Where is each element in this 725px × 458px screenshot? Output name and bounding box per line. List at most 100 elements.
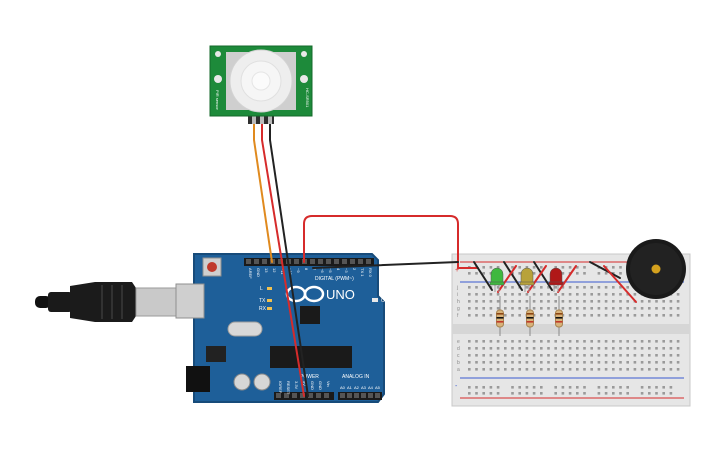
breadboard-hole[interactable] — [626, 354, 629, 357]
breadboard-hole[interactable] — [525, 361, 529, 364]
breadboard-hole[interactable] — [619, 286, 622, 289]
breadboard-rail-hole[interactable] — [568, 386, 572, 389]
breadboard-rail-hole[interactable] — [604, 392, 608, 395]
breadboard-hole[interactable] — [612, 286, 615, 289]
breadboard-rail-hole[interactable] — [619, 266, 622, 269]
breadboard-rail-hole[interactable] — [532, 272, 536, 275]
breadboard-hole[interactable] — [604, 293, 608, 296]
breadboard-hole[interactable] — [633, 361, 637, 364]
breadboard-hole[interactable] — [547, 340, 550, 343]
breadboard-hole[interactable] — [583, 314, 586, 317]
breadboard-rail-hole[interactable] — [540, 386, 543, 389]
breadboard-hole[interactable] — [561, 300, 565, 303]
breadboard-rail-hole[interactable] — [561, 272, 565, 275]
breadboard-hole[interactable] — [590, 354, 593, 357]
breadboard-hole[interactable] — [640, 361, 644, 364]
breadboard-hole[interactable] — [633, 340, 637, 343]
breadboard-hole[interactable] — [489, 314, 493, 317]
breadboard-hole[interactable] — [518, 361, 521, 364]
breadboard-hole[interactable] — [518, 314, 521, 317]
breadboard-hole[interactable] — [475, 293, 478, 296]
breadboard-hole[interactable] — [576, 293, 579, 296]
breadboard-rail-hole[interactable] — [583, 392, 586, 395]
breadboard-hole[interactable] — [676, 340, 680, 343]
breadboard-rail-hole[interactable] — [525, 392, 529, 395]
breadboard-hole[interactable] — [482, 307, 485, 310]
breadboard-hole[interactable] — [619, 347, 622, 350]
breadboard-rail-hole[interactable] — [648, 386, 651, 389]
digital-pin-socket[interactable] — [262, 259, 267, 264]
breadboard-rail-hole[interactable] — [576, 386, 579, 389]
breadboard-rail-hole[interactable] — [626, 392, 629, 395]
power-pin-socket[interactable] — [308, 393, 313, 398]
breadboard-rail-hole[interactable] — [561, 386, 565, 389]
breadboard-hole[interactable] — [540, 300, 543, 303]
breadboard-hole[interactable] — [525, 307, 529, 310]
breadboard-hole[interactable] — [576, 368, 579, 371]
breadboard-hole[interactable] — [561, 307, 565, 310]
breadboard-rail-hole[interactable] — [561, 266, 565, 269]
breadboard-hole[interactable] — [496, 307, 500, 310]
breadboard-hole[interactable] — [669, 354, 673, 357]
breadboard-hole[interactable] — [482, 354, 485, 357]
breadboard-hole[interactable] — [676, 314, 680, 317]
breadboard-hole[interactable] — [604, 300, 608, 303]
breadboard-hole[interactable] — [676, 347, 680, 350]
breadboard-hole[interactable] — [633, 293, 637, 296]
breadboard-hole[interactable] — [612, 347, 615, 350]
digital-pin-socket[interactable] — [342, 259, 347, 264]
breadboard-hole[interactable] — [525, 340, 529, 343]
breadboard-hole[interactable] — [597, 347, 601, 350]
breadboard-hole[interactable] — [619, 368, 622, 371]
breadboard-rail-hole[interactable] — [554, 386, 557, 389]
breadboard-hole[interactable] — [590, 300, 593, 303]
breadboard-hole[interactable] — [475, 340, 478, 343]
breadboard-hole[interactable] — [468, 340, 471, 343]
breadboard-hole[interactable] — [583, 286, 586, 289]
breadboard-hole[interactable] — [489, 300, 493, 303]
breadboard-hole[interactable] — [655, 368, 658, 371]
breadboard-hole[interactable] — [468, 293, 471, 296]
breadboard-hole[interactable] — [504, 314, 507, 317]
breadboard-hole[interactable] — [640, 340, 644, 343]
breadboard-rail-hole[interactable] — [583, 266, 586, 269]
analog-pin-socket[interactable] — [361, 393, 366, 398]
breadboard-hole[interactable] — [590, 361, 593, 364]
breadboard-hole[interactable] — [468, 307, 471, 310]
breadboard-hole[interactable] — [489, 347, 493, 350]
breadboard-rail-hole[interactable] — [475, 392, 478, 395]
breadboard-rail-hole[interactable] — [482, 266, 485, 269]
breadboard-hole[interactable] — [561, 361, 565, 364]
breadboard-hole[interactable] — [504, 307, 507, 310]
breadboard-hole[interactable] — [619, 340, 622, 343]
breadboard-rail-hole[interactable] — [511, 392, 514, 395]
breadboard-hole[interactable] — [547, 347, 550, 350]
breadboard-rail-hole[interactable] — [597, 392, 601, 395]
breadboard-hole[interactable] — [482, 286, 485, 289]
breadboard-hole[interactable] — [568, 361, 572, 364]
breadboard-hole[interactable] — [583, 293, 586, 296]
breadboard-hole[interactable] — [482, 293, 485, 296]
breadboard-hole[interactable] — [633, 354, 637, 357]
breadboard-hole[interactable] — [518, 354, 521, 357]
breadboard-hole[interactable] — [468, 347, 471, 350]
breadboard-hole[interactable] — [468, 354, 471, 357]
breadboard-hole[interactable] — [489, 368, 493, 371]
breadboard-hole[interactable] — [475, 361, 478, 364]
breadboard-hole[interactable] — [518, 347, 521, 350]
breadboard-rail-hole[interactable] — [511, 272, 514, 275]
breadboard-hole[interactable] — [489, 361, 493, 364]
breadboard-rail-hole[interactable] — [669, 392, 673, 395]
breadboard-hole[interactable] — [576, 286, 579, 289]
breadboard-rail-hole[interactable] — [518, 392, 521, 395]
breadboard-hole[interactable] — [626, 314, 629, 317]
breadboard-hole[interactable] — [475, 300, 478, 303]
breadboard-hole[interactable] — [576, 314, 579, 317]
breadboard-hole[interactable] — [640, 300, 644, 303]
breadboard-hole[interactable] — [511, 286, 514, 289]
breadboard-rail-hole[interactable] — [532, 392, 536, 395]
breadboard-hole[interactable] — [554, 286, 557, 289]
breadboard-hole[interactable] — [626, 286, 629, 289]
digital-pin-socket[interactable] — [366, 259, 371, 264]
breadboard-hole[interactable] — [540, 340, 543, 343]
